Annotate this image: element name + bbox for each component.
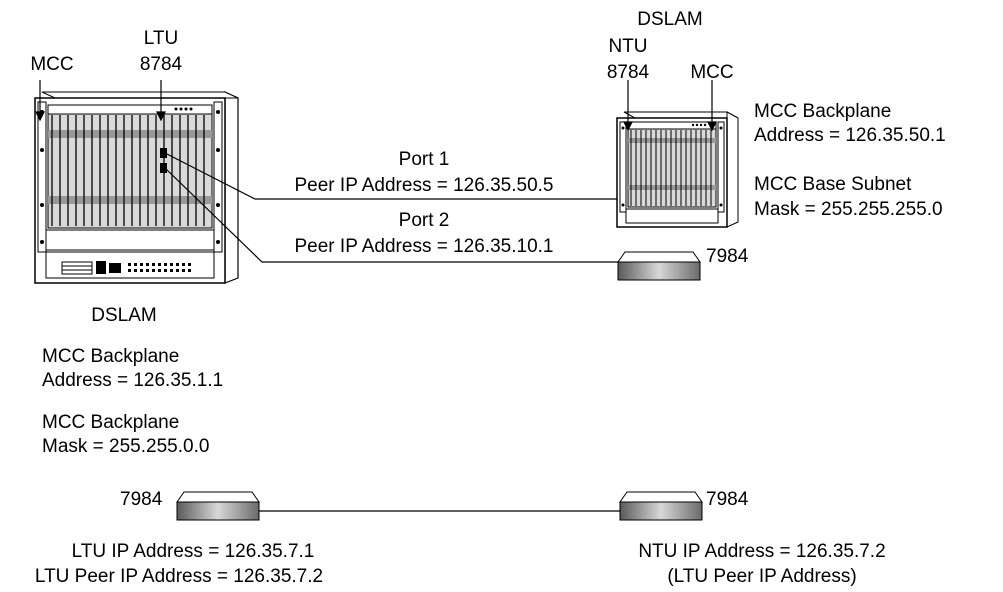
small-backplane-address-line2: Address = 126.35.50.1 [754,125,946,146]
ntu-label-line1: NTU [608,36,647,57]
ntu-label-line2: 8784 [607,62,650,83]
modem-top-right-label: 7984 [706,246,749,267]
ltu-label-line1: LTU [144,28,178,49]
port1-label: Port 1 [399,149,450,170]
base-subnet-line1: MCC Base Subnet [754,174,912,195]
ltu-arrow [156,80,166,122]
port2-connection-line [164,167,618,263]
base-subnet-line2: Mask = 255.255.255.0 [754,199,943,220]
large-mcc-label: MCC [30,54,73,75]
small-mcc-arrow [707,80,717,132]
ltu-peer-ip-address: LTU Peer IP Address = 126.35.7.2 [35,566,323,587]
large-backplane-address-line1: MCC Backplane [42,346,179,367]
large-mcc-arrow [35,80,45,122]
port2-peer-ip: Peer IP Address = 126.35.10.1 [295,236,554,257]
ltu-label-line2: 8784 [140,54,183,75]
modem-bottom-left-label: 7984 [120,489,163,510]
small-dslam-chassis [616,111,739,228]
modem-bottom-left [176,491,260,521]
large-backplane-mask-line1: MCC Backplane [42,412,179,433]
large-backplane-mask-line2: Mask = 255.255.0.0 [42,436,209,457]
ntu-ip-address: NTU IP Address = 126.35.7.2 [638,541,885,562]
port2-label: Port 2 [399,210,450,231]
large-dslam-chassis [34,91,239,284]
modem-bottom-right [619,491,703,521]
small-backplane-address-line1: MCC Backplane [754,101,891,122]
ltu-ip-address: LTU IP Address = 126.35.7.1 [72,541,315,562]
small-dslam-name: DSLAM [637,9,702,30]
ntu-arrow [623,80,633,132]
small-mcc-label: MCC [690,62,733,83]
ntu-ip-note: (LTU Peer IP Address) [667,566,856,587]
modem-bottom-right-label: 7984 [706,489,749,510]
port1-peer-ip: Peer IP Address = 126.35.50.5 [295,175,554,196]
modem-top-right [617,251,701,281]
large-dslam-name: DSLAM [91,305,156,326]
port1-connection-line [164,152,617,200]
large-backplane-address-line2: Address = 126.35.1.1 [42,370,223,391]
